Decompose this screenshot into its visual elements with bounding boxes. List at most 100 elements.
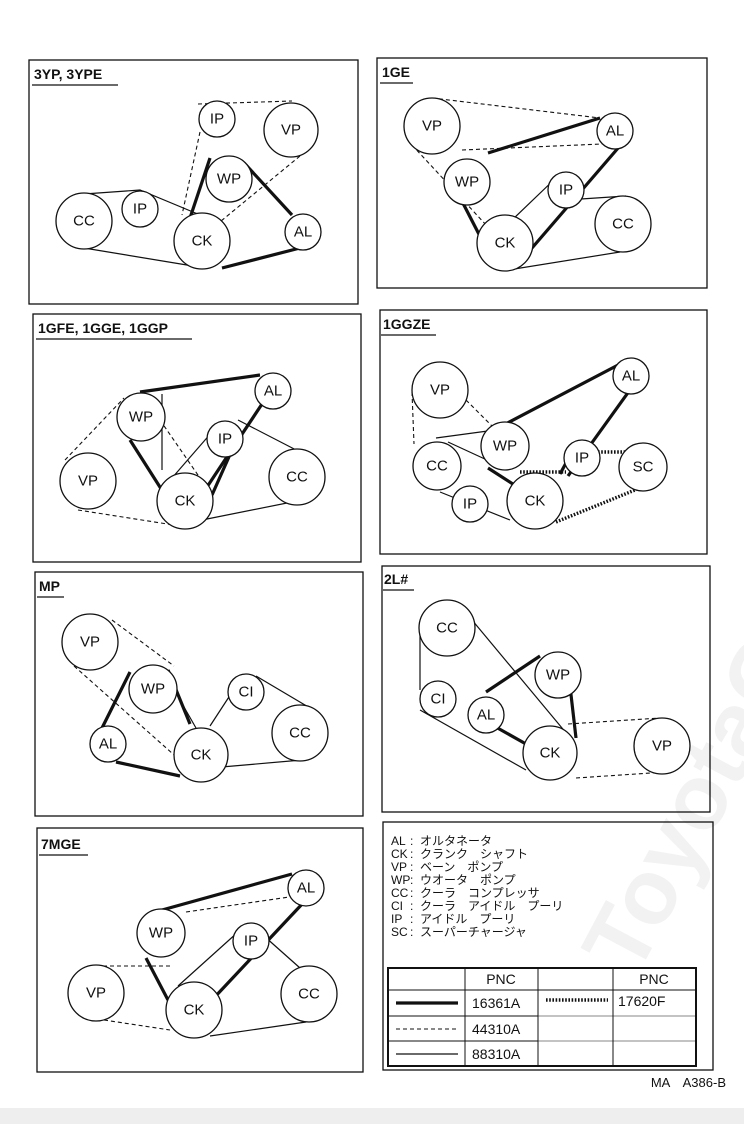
- panel-frame: [376, 57, 708, 289]
- svg-text:CK: CK: [184, 1002, 205, 1019]
- svg-text:CI: CI: [391, 899, 403, 913]
- legend-item: AL:オルタネータ: [391, 834, 492, 848]
- panel-title: 3YP, 3YPE: [34, 66, 102, 82]
- legend-panel: AL:オルタネータ CK:クランク シャフト VP:ベーン ポンプ WP:ウオー…: [382, 821, 714, 1071]
- svg-text:CK: CK: [525, 493, 546, 510]
- svg-text::: :: [410, 873, 413, 887]
- svg-text:CC: CC: [612, 216, 634, 233]
- svg-text::: :: [410, 912, 413, 926]
- pulley-ip: IP: [563, 439, 601, 477]
- pnc-header: PNC: [639, 971, 669, 987]
- pulley-ck: CK: [522, 725, 578, 781]
- legend-item: SC: スーパーチャージャ: [391, 925, 527, 939]
- svg-text:VP: VP: [422, 118, 442, 135]
- svg-text:CK: CK: [540, 745, 561, 762]
- svg-text:VP: VP: [78, 473, 98, 490]
- pulley-ip: IP: [206, 420, 244, 458]
- svg-text:AL: AL: [297, 880, 315, 897]
- pulley-al: AL: [596, 112, 634, 150]
- svg-text:WP: WP: [391, 873, 410, 887]
- svg-text:IP: IP: [210, 111, 224, 128]
- legend-item: IP:アイドル プーリ: [391, 912, 515, 926]
- svg-text:WP: WP: [141, 681, 165, 698]
- svg-text::: :: [410, 847, 413, 861]
- svg-text:CC: CC: [286, 469, 308, 486]
- svg-text::: :: [410, 925, 413, 939]
- pulley-vp: VP: [411, 361, 469, 419]
- panel-mp: MP VP WP CI AL CK CC: [34, 571, 364, 817]
- pulley-cc: CC: [55, 192, 113, 250]
- pnc-value: 88310A: [472, 1046, 521, 1062]
- pulley-vp: VP: [59, 452, 117, 510]
- pulley-ip: IP: [198, 100, 236, 138]
- svg-text::: :: [410, 899, 413, 913]
- svg-text:VP: VP: [281, 122, 301, 139]
- svg-text:AL: AL: [477, 707, 495, 724]
- pulley-cc: CC: [418, 599, 476, 657]
- svg-text:WP: WP: [129, 409, 153, 426]
- svg-text:オルタネータ: オルタネータ: [420, 834, 492, 848]
- footer-bar: [0, 1108, 744, 1124]
- svg-text:CI: CI: [239, 684, 254, 701]
- svg-text:IP: IP: [575, 450, 589, 467]
- svg-text:WP: WP: [217, 171, 241, 188]
- abbreviation-list: AL:オルタネータ CK:クランク シャフト VP:ベーン ポンプ WP:ウオー…: [391, 834, 563, 939]
- svg-text:CC: CC: [298, 986, 320, 1003]
- pulley-ck: CK: [173, 727, 229, 783]
- svg-text:AL: AL: [99, 736, 117, 753]
- svg-text:クーラ アイドル プーリ: クーラ アイドル プーリ: [420, 899, 563, 913]
- svg-text:CK: CK: [191, 747, 212, 764]
- pnc-value: 16361A: [472, 995, 521, 1011]
- pulley-ci: CI: [227, 673, 265, 711]
- svg-text:クランク シャフト: クランク シャフト: [420, 847, 528, 861]
- svg-text:CC: CC: [391, 886, 409, 900]
- panel-1ggze: 1GGZE VP AL WP CC IP SC IP CK: [379, 309, 708, 555]
- pulley-vp: VP: [263, 102, 319, 158]
- pulley-wp: WP: [128, 664, 178, 714]
- pulley-cc: CC: [280, 965, 338, 1023]
- svg-text:スーパーチャージャ: スーパーチャージャ: [420, 925, 527, 939]
- svg-text:IP: IP: [559, 182, 573, 199]
- svg-text:IP: IP: [244, 933, 258, 950]
- pulley-ck: CK: [476, 214, 534, 272]
- panel-title: 1GE: [382, 64, 410, 80]
- pulley-cc: CC: [412, 441, 462, 491]
- panel-1gfe: 1GFE, 1GGE, 1GGP AL WP IP VP CC CK: [32, 313, 362, 563]
- pulley-al: AL: [89, 725, 127, 763]
- panel-3yp: 3YP, 3YPE IP VP WP CC IP CK AL: [28, 59, 359, 305]
- pulley-vp: VP: [403, 97, 461, 155]
- svg-text:SC: SC: [391, 925, 408, 939]
- panel-frame: [32, 313, 362, 563]
- pulley-wp: WP: [205, 155, 253, 203]
- pulley-vp: VP: [67, 964, 125, 1022]
- svg-text:アイドル プーリ: アイドル プーリ: [420, 912, 515, 926]
- pulley-ck: CK: [506, 472, 564, 530]
- pnc-table: PNC PNC 16361A 44310A 88310A 17620F: [387, 967, 697, 1067]
- legend-item: CC:クーラ コンプレッサ: [391, 886, 540, 900]
- svg-text:ウオータ ポンプ: ウオータ ポンプ: [420, 873, 516, 887]
- pulley-ck: CK: [173, 212, 231, 270]
- svg-text::: :: [410, 886, 413, 900]
- pulley-wp: WP: [480, 421, 530, 471]
- svg-text:CK: CK: [495, 235, 516, 252]
- svg-text:VP: VP: [430, 382, 450, 399]
- panel-frame: [381, 565, 711, 813]
- svg-text:WP: WP: [149, 925, 173, 942]
- panel-frame: [36, 827, 364, 1073]
- svg-text:VP: VP: [86, 985, 106, 1002]
- svg-text:VP: VP: [391, 860, 407, 874]
- pnc-value: 17620F: [618, 993, 665, 1009]
- svg-text:CC: CC: [426, 458, 448, 475]
- pulley-cc: CC: [594, 195, 652, 253]
- panel-title: 2L#: [384, 571, 408, 587]
- pulley-al: AL: [284, 213, 322, 251]
- svg-text:WP: WP: [546, 667, 570, 684]
- pulley-vp: VP: [61, 613, 119, 671]
- svg-text:AL: AL: [264, 383, 282, 400]
- svg-text:ベーン ポンプ: ベーン ポンプ: [420, 860, 503, 874]
- panel-frame: [379, 309, 708, 555]
- panel-7mge: 7MGE AL WP IP VP CC CK: [36, 827, 364, 1073]
- legend-item: WP: ウオータ ポンプ: [391, 873, 516, 887]
- pulley-wp: WP: [136, 908, 186, 958]
